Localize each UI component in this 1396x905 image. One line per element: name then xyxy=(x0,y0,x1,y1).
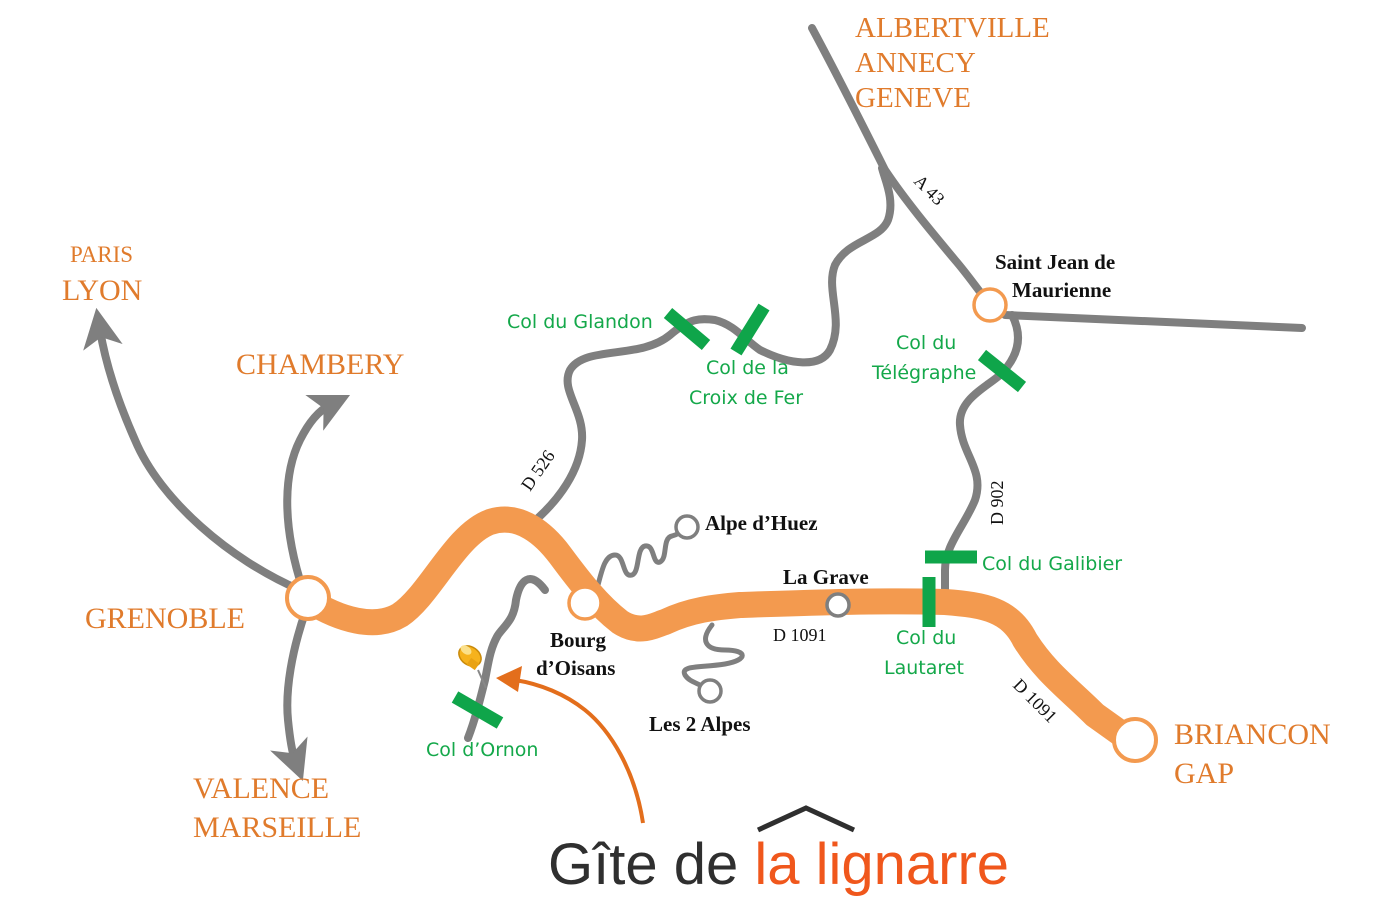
town-bourg-line1: Bourg xyxy=(550,628,607,652)
pass-croix-fer-label-2: Croix de Fer xyxy=(689,387,803,409)
dest-albertville: ALBERTVILLE xyxy=(855,12,1050,44)
pass-telegraphe-label-2: Télégraphe xyxy=(871,362,976,384)
dest-valence: VALENCE xyxy=(193,772,329,805)
dest-paris: PARIS xyxy=(70,242,133,267)
secondary-roads xyxy=(83,24,1306,781)
pass-markers xyxy=(451,303,1027,729)
saint-jean-marker xyxy=(972,287,1008,323)
croix-de-fer-pass-marker xyxy=(730,303,770,356)
dest-lyon: LYON xyxy=(62,274,142,307)
town-markers xyxy=(285,287,1158,763)
road-ornon xyxy=(464,575,549,742)
la-grave-marker xyxy=(825,592,851,618)
dest-annecy: ANNECY xyxy=(855,47,976,79)
road-maurienne-east xyxy=(1001,311,1306,332)
road-d902 xyxy=(941,311,1022,602)
briancon-marker xyxy=(1112,717,1158,763)
bourg-oisans-marker xyxy=(567,585,603,621)
town-les-2-alpes: Les 2 Alpes xyxy=(649,712,751,736)
dest-marseille: MARSEILLE xyxy=(193,811,361,844)
dest-chambery: CHAMBERY xyxy=(236,348,404,381)
dest-geneve: GENEVE xyxy=(855,82,971,114)
grenoble-marker xyxy=(285,575,331,621)
dest-briancon: BRIANCON xyxy=(1174,718,1331,751)
logo-part-accent: la lignarre xyxy=(754,832,1009,897)
road-to-lyon xyxy=(83,307,304,594)
main-route-line xyxy=(295,506,1143,753)
gite-pointer-arrow xyxy=(496,666,645,824)
glandon-pass-marker xyxy=(663,308,711,350)
town-alpe-huez: Alpe d’Huez xyxy=(705,511,818,535)
main-route xyxy=(295,506,1143,753)
pass-ornon-label: Col d’Ornon xyxy=(426,739,538,761)
road-to-valence xyxy=(270,606,310,781)
road-label-d526: D 526 xyxy=(517,446,559,494)
road-label-a43: A 43 xyxy=(910,171,949,210)
road-a43 xyxy=(808,24,992,306)
ornon-pass-marker xyxy=(451,691,504,729)
town-saint-jean-line2: Maurienne xyxy=(1012,278,1111,302)
pass-lautaret-label-1: Col du xyxy=(896,627,956,649)
telegraphe-pass-marker xyxy=(977,349,1027,393)
pass-telegraphe-label-1: Col du xyxy=(896,332,956,354)
les-2-alpes-marker xyxy=(697,678,723,704)
pass-galibier-label: Col du Galibier xyxy=(982,553,1122,575)
dest-gap: GAP xyxy=(1174,757,1234,790)
road-label-d1091-a: D 1091 xyxy=(773,625,827,645)
pushpin-icon xyxy=(458,645,487,689)
road-alpe-huez xyxy=(595,524,689,588)
town-la-grave: La Grave xyxy=(783,565,869,589)
logo-roof-icon xyxy=(756,805,856,833)
pass-lautaret-label-2: Lautaret xyxy=(884,657,964,679)
pass-croix-fer-label-1: Col de la xyxy=(706,357,789,379)
road-label-d902: D 902 xyxy=(987,481,1007,526)
logo-text: Gîte de la lignarre xyxy=(548,832,1009,897)
road-to-chambery xyxy=(283,394,351,594)
town-bourg-line2: d’Oisans xyxy=(536,656,615,680)
pass-glandon-label: Col du Glandon xyxy=(507,311,653,333)
town-saint-jean-line1: Saint Jean de xyxy=(995,250,1115,274)
road-les-2-alpes xyxy=(681,622,745,693)
road-d526 xyxy=(526,164,895,529)
alpe-huez-marker xyxy=(674,514,700,540)
logo-part-dark: Gîte de xyxy=(548,832,754,897)
dest-grenoble: GRENOBLE xyxy=(85,602,245,635)
